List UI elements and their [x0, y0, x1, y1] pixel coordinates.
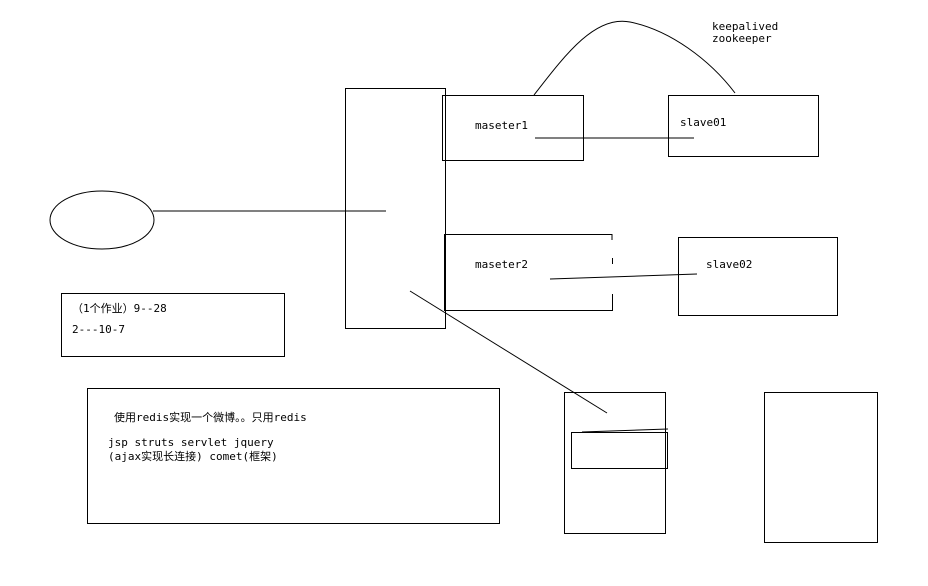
lower-right-box: [764, 392, 878, 543]
master2-label: maseter2: [475, 258, 528, 271]
master1-label: maseter1: [475, 119, 528, 132]
annotation-zookeeper: zookeeper: [712, 32, 772, 45]
task-line3: (ajax实现长连接) comet(框架): [108, 449, 278, 463]
homework-line2: 2---10-7: [72, 323, 125, 336]
slave2-label: slave02: [706, 258, 752, 271]
task-line1: 使用redis实现一个微博。。只用redis: [114, 410, 307, 424]
task-line2: jsp struts servlet jquery: [108, 436, 274, 449]
master2-box: [444, 234, 613, 311]
server-to-lower-box-link: [409, 290, 608, 414]
master1-box: [442, 95, 584, 161]
central-server-box: [345, 88, 446, 329]
slave1-box: [668, 95, 819, 157]
slave2-box: [678, 237, 838, 316]
homework-line1: （1个作业）9--28: [72, 302, 167, 315]
keepalived-arc: [533, 20, 736, 96]
master2-slave2-link: [549, 273, 698, 280]
lower-inner-box: [571, 432, 668, 469]
client-ellipse: [49, 190, 155, 250]
lower-inner-box-mark: [581, 428, 669, 433]
homework-box: [61, 293, 285, 357]
lower-box: [564, 392, 666, 534]
task-box: [87, 388, 500, 524]
slave1-label: slave01: [680, 116, 726, 129]
annotation-keepalived: keepalived: [712, 20, 778, 33]
